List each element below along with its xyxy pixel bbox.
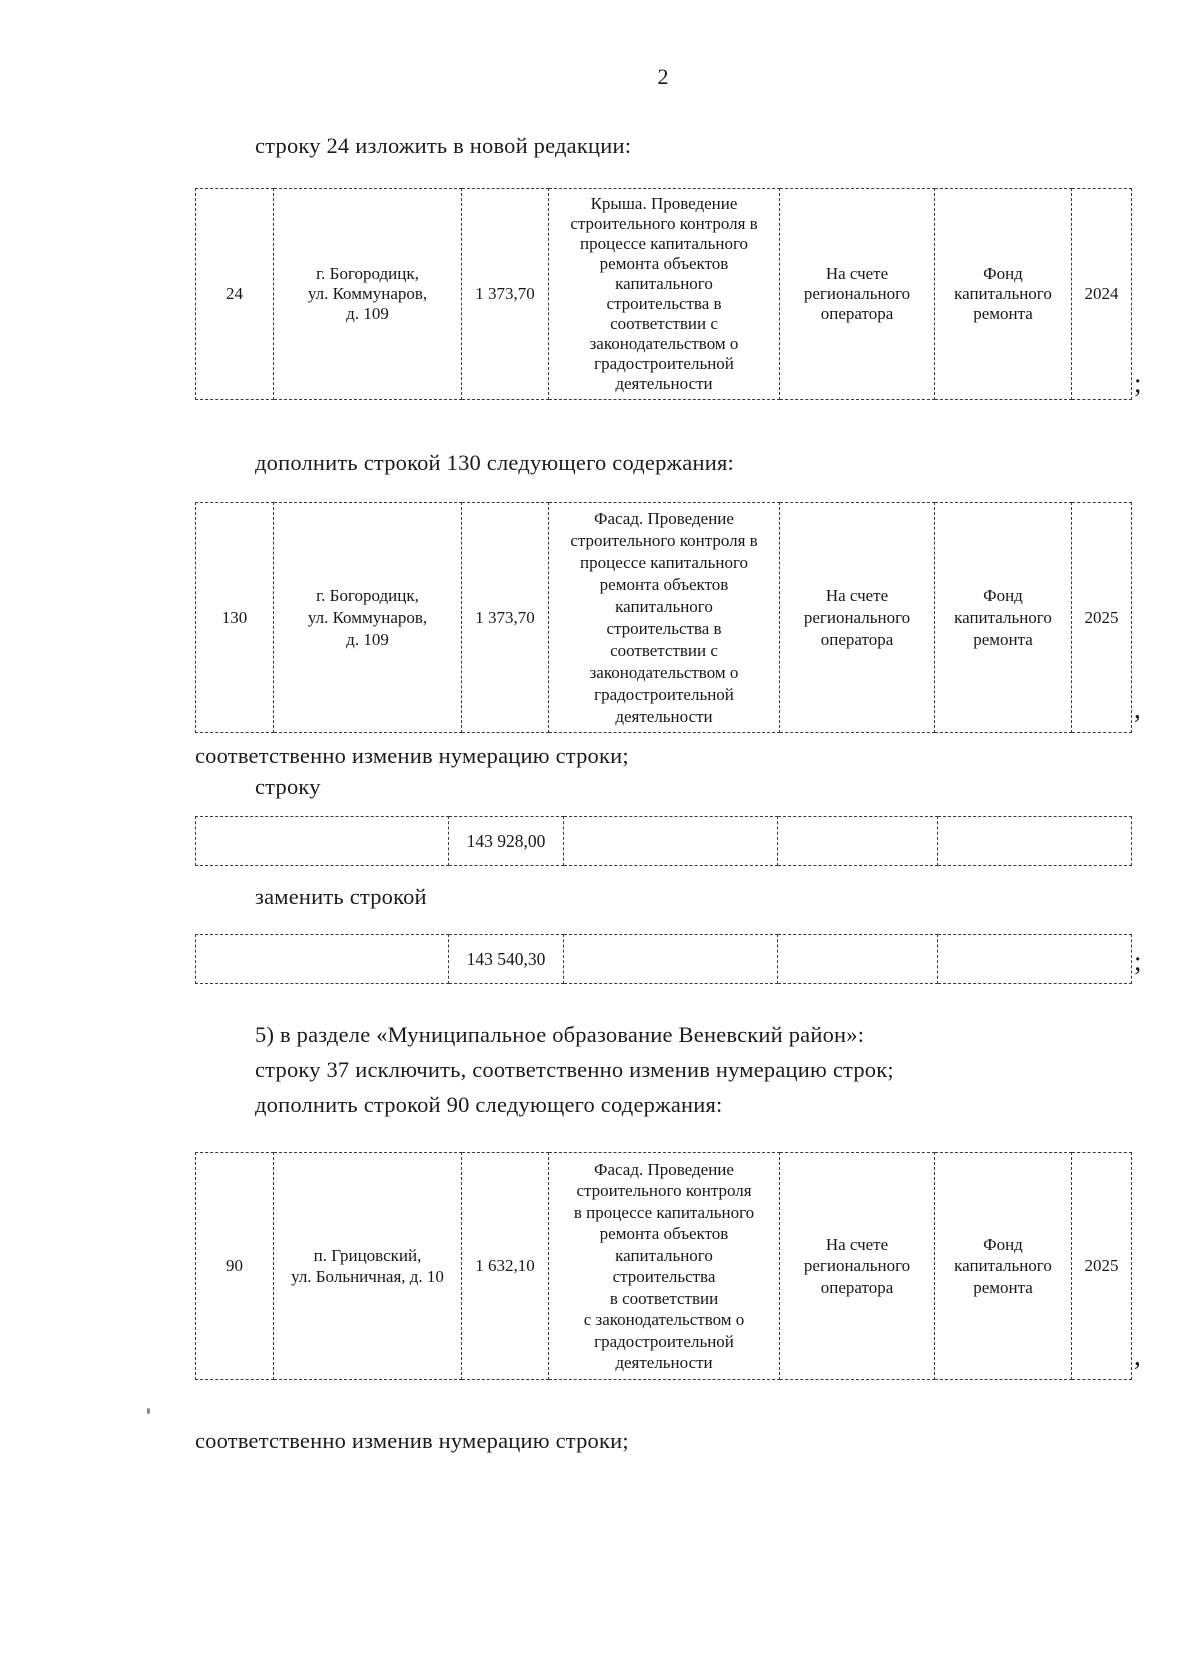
empty-cell (563, 816, 778, 866)
table-row-24: 24 г. Богородицк, ул. Коммунаров, д. 109… (195, 188, 1132, 400)
year-cell: 2025 (1071, 502, 1132, 733)
comma-mark: , (1134, 694, 1141, 724)
table-row-130: 130 г. Богородицк, ул. Коммунаров, д. 10… (195, 502, 1132, 733)
fund-cell: Фонд капитального ремонта (934, 1152, 1072, 1380)
empty-cell (777, 934, 938, 984)
empty-cell (777, 816, 938, 866)
area-cell: 1 373,70 (461, 188, 549, 400)
table-sum-old: 143 928,00 (195, 816, 1132, 866)
account-cell: На счете регионального оператора (779, 502, 935, 733)
semicolon-mark: ; (1134, 946, 1142, 976)
year-cell: 2024 (1071, 188, 1132, 400)
sum-value-cell: 143 928,00 (448, 816, 564, 866)
table-row: 24 г. Богородицк, ул. Коммунаров, д. 109… (195, 188, 1132, 400)
area-cell: 1 632,10 (461, 1152, 549, 1380)
table-row: 143 540,30 (195, 934, 1132, 984)
comma-mark: , (1134, 1341, 1141, 1371)
table-row: 90 п. Грицовский, ул. Больничная, д. 10 … (195, 1152, 1132, 1380)
empty-cell (195, 934, 449, 984)
account-cell: На счете регионального оператора (779, 188, 935, 400)
fund-cell: Фонд капитального ремонта (934, 502, 1072, 733)
table-row: 143 928,00 (195, 816, 1132, 866)
scan-artifact (147, 1408, 150, 1414)
semicolon-mark: ; (1134, 368, 1142, 398)
work-type-cell: Фасад. Проведение строительного контроля… (548, 1152, 780, 1380)
paragraph-row130-intro: дополнить строкой 130 следующего содержа… (255, 450, 734, 475)
paragraph-stroku: строку (255, 774, 321, 799)
row-number-cell: 90 (195, 1152, 274, 1380)
area-cell: 1 373,70 (461, 502, 549, 733)
empty-cell (937, 934, 1132, 984)
row-number-cell: 130 (195, 502, 274, 733)
work-type-cell: Крыша. Проведение строительного контроля… (548, 188, 780, 400)
work-type-cell: Фасад. Проведение строительного контроля… (548, 502, 780, 733)
sum-value-cell: 143 540,30 (448, 934, 564, 984)
page-number: 2 (657, 64, 669, 89)
year-cell: 2025 (1071, 1152, 1132, 1380)
address-cell: г. Богородицк, ул. Коммунаров, д. 109 (273, 188, 462, 400)
paragraph-renumber-1: соответственно изменив нумерацию строки; (195, 743, 629, 768)
paragraph-row90-intro: дополнить строкой 90 следующего содержан… (255, 1092, 723, 1117)
paragraph-section-5: 5) в разделе «Муниципальное образование … (255, 1022, 865, 1047)
paragraph-zamenit: заменить строкой (255, 884, 427, 909)
table-row: 130 г. Богородицк, ул. Коммунаров, д. 10… (195, 502, 1132, 733)
address-cell: г. Богородицк, ул. Коммунаров, д. 109 (273, 502, 462, 733)
empty-cell (563, 934, 778, 984)
account-cell: На счете регионального оператора (779, 1152, 935, 1380)
address-cell: п. Грицовский, ул. Больничная, д. 10 (273, 1152, 462, 1380)
table-sum-new: 143 540,30 (195, 934, 1132, 984)
empty-cell (937, 816, 1132, 866)
paragraph-row37-exclude: строку 37 исключить, соответственно изме… (255, 1057, 894, 1082)
empty-cell (195, 816, 449, 866)
paragraph-row24-intro: строку 24 изложить в новой редакции: (255, 133, 632, 158)
table-row-90: 90 п. Грицовский, ул. Больничная, д. 10 … (195, 1152, 1132, 1380)
fund-cell: Фонд капитального ремонта (934, 188, 1072, 400)
row-number-cell: 24 (195, 188, 274, 400)
paragraph-renumber-2: соответственно изменив нумерацию строки; (195, 1428, 629, 1453)
